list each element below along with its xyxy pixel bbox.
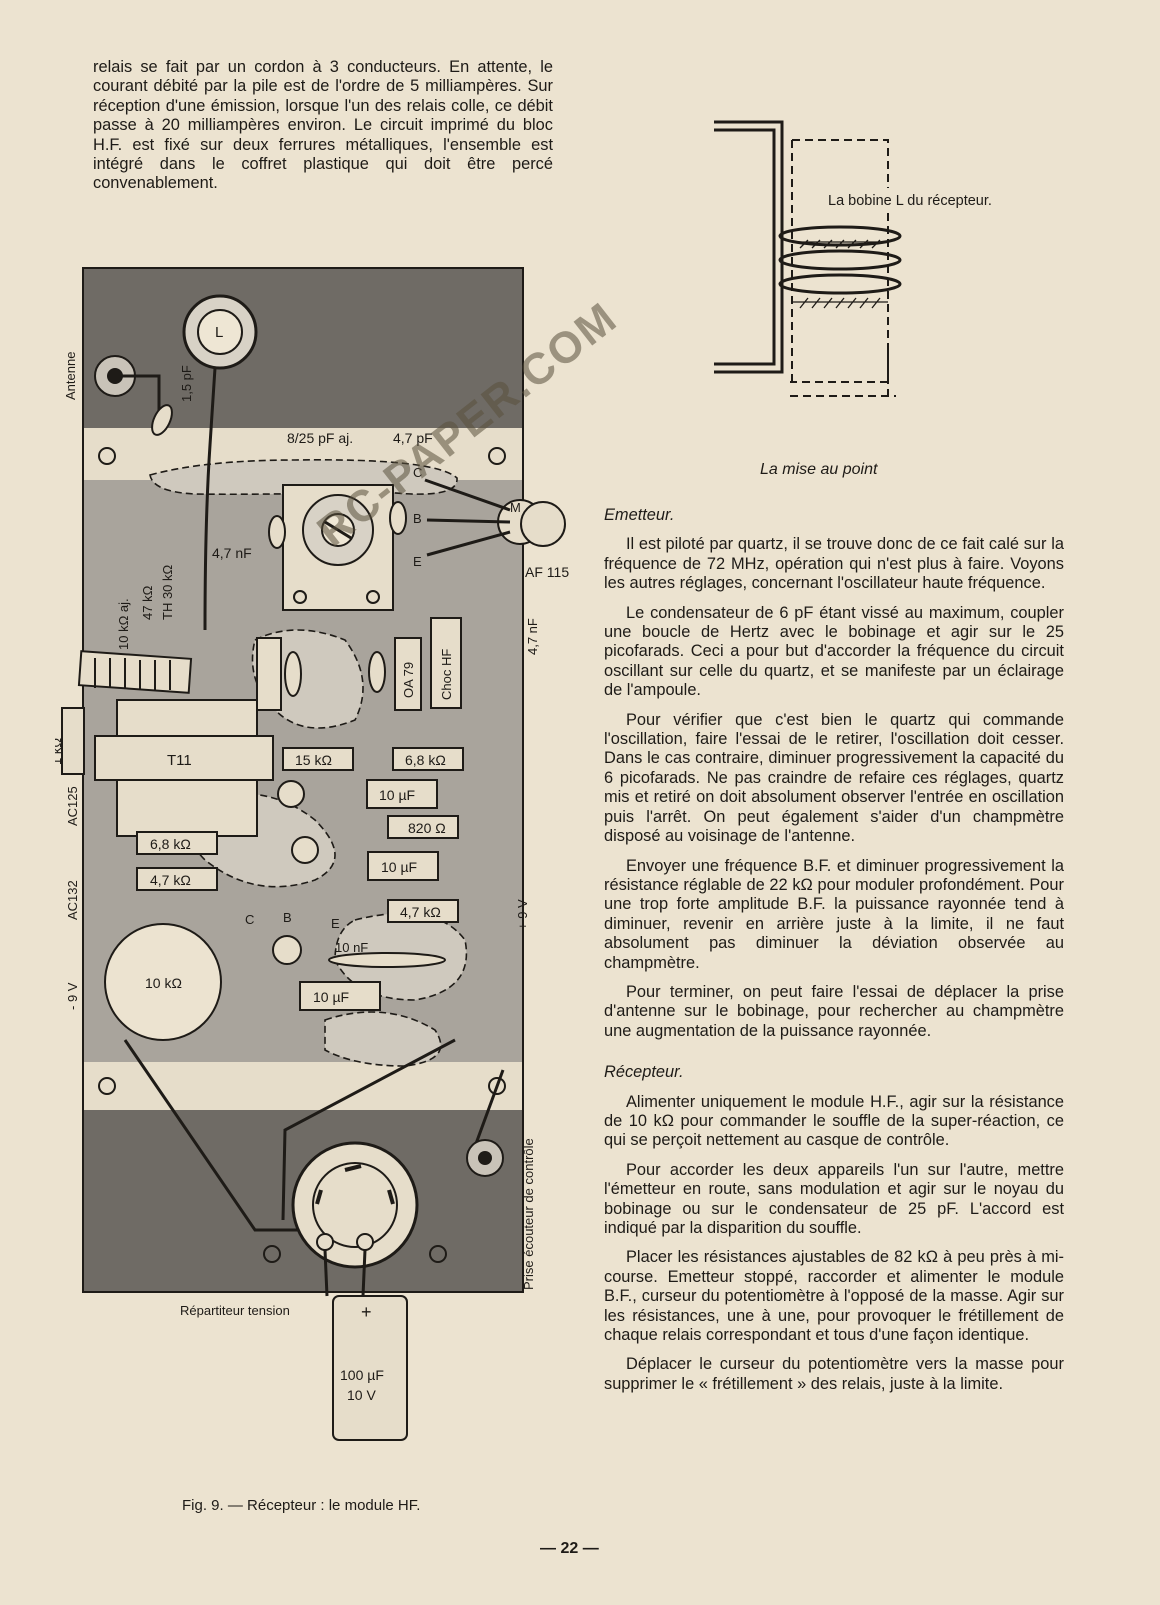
board-top-bracket <box>83 268 523 428</box>
label-r10k-aj: 10 kΩ aj. <box>116 598 131 650</box>
label-pin-b2: B <box>283 910 292 925</box>
label-c825: 8/25 pF aj. <box>287 430 353 446</box>
label-pin-e2: E <box>331 916 340 931</box>
recepteur-paragraph-4: Déplacer le curseur du potentiomètre ver… <box>604 1355 1064 1393</box>
recepteur-heading: Récepteur. <box>604 1063 684 1082</box>
label-c15: 1,5 pF <box>179 365 194 402</box>
label-r68k-b: 6,8 kΩ <box>150 836 191 852</box>
label-repartiteur: Répartiteur tension <box>180 1303 290 1318</box>
label-t11: T11 <box>167 752 192 769</box>
emetteur-paragraph-2: Le condensateur de 6 pF étant vissé au m… <box>604 603 1064 700</box>
label-pot10k: 10 kΩ <box>145 975 182 991</box>
label-c47n: 4,7 nF <box>212 545 252 561</box>
label-pin-e: E <box>413 554 422 569</box>
label-cap-plus: + <box>361 1302 372 1322</box>
emetteur-paragraph-3: Pour vérifier que c'est bien le quartz q… <box>604 710 1064 846</box>
label-c10u-c: 10 µF <box>313 989 349 1005</box>
label-r47k-b: 4,7 kΩ <box>150 872 191 888</box>
coil-label: La bobine L du récepteur. <box>828 193 992 209</box>
label-af115: AF 115 <box>525 564 569 580</box>
label-r1k: 1 kΩ <box>55 738 64 765</box>
recepteur-paragraph-2: Pour accorder les deux appareils l'un su… <box>604 1160 1064 1237</box>
label-c47: 4,7 pF <box>393 430 433 446</box>
label-c10u-a: 10 µF <box>379 787 415 803</box>
label-r47k: 47 kΩ <box>140 585 155 620</box>
label-plus9v: + 9 V <box>515 899 530 930</box>
label-r15k: 15 kΩ <box>295 752 332 768</box>
label-oa79: OA 79 <box>401 662 416 698</box>
emetteur-paragraph-5: Pour terminer, on peut faire l'essai de … <box>604 982 1064 1040</box>
right-column-text: Emetteur. Il est piloté par quartz, il s… <box>604 506 1064 1404</box>
page-number: — 22 — <box>540 1540 599 1557</box>
label-c10n: 10 nF <box>335 940 368 955</box>
emetteur-paragraph-4: Envoyer une fréquence B.F. et diminuer p… <box>604 856 1064 972</box>
emetteur-heading: Emetteur. <box>604 506 675 524</box>
label-pin-c: C <box>413 465 422 480</box>
label-ac125: AC125 <box>65 786 80 826</box>
label-cap100: 100 µF <box>340 1367 384 1383</box>
label-ac132: AC132 <box>65 880 80 920</box>
emetteur-paragraph-1: Il est piloté par quartz, il se trouve d… <box>604 535 1064 593</box>
label-c10u-b: 10 µF <box>381 859 417 875</box>
label-r47k-c: 4,7 kΩ <box>400 904 441 920</box>
coil-figure: La bobine L du récepteur. <box>714 120 1045 397</box>
label-antenne: Antenne <box>63 352 78 400</box>
intro-paragraph: relais se fait par un cordon à 3 conduct… <box>93 58 553 193</box>
label-r820: 820 Ω <box>408 820 446 836</box>
intro-text-block: relais se fait par un cordon à 3 conduct… <box>93 58 553 204</box>
label-pin-b: B <box>413 511 422 526</box>
label-th30k: TH 30 kΩ <box>160 564 175 620</box>
recepteur-paragraph-3: Placer les résistances ajustables de 82 … <box>604 1248 1064 1345</box>
label-pin-m: M <box>510 500 521 515</box>
label-cap100v: 10 V <box>347 1387 376 1403</box>
label-r68k-a: 6,8 kΩ <box>405 752 446 768</box>
label-minus9v: - 9 V <box>65 982 80 1010</box>
circuit-board-figure: Antenne 1,5 pF L 8/25 pF aj. 4,7 pF 4,7 … <box>55 267 569 1441</box>
label-prise: Prise écouteur de contrôle <box>521 1138 536 1290</box>
fig9-caption: Fig. 9. — Récepteur : le module HF. <box>182 1497 421 1514</box>
label-pin-c2: C <box>245 912 254 927</box>
label-c47n-right: 4,7 nF <box>525 618 540 655</box>
label-coil-L: L <box>215 324 223 341</box>
label-choc: Choc HF <box>439 649 454 700</box>
coil-figure-caption: La mise au point <box>760 461 878 478</box>
recepteur-paragraph-1: Alimenter uniquement le module H.F., agi… <box>604 1092 1064 1150</box>
